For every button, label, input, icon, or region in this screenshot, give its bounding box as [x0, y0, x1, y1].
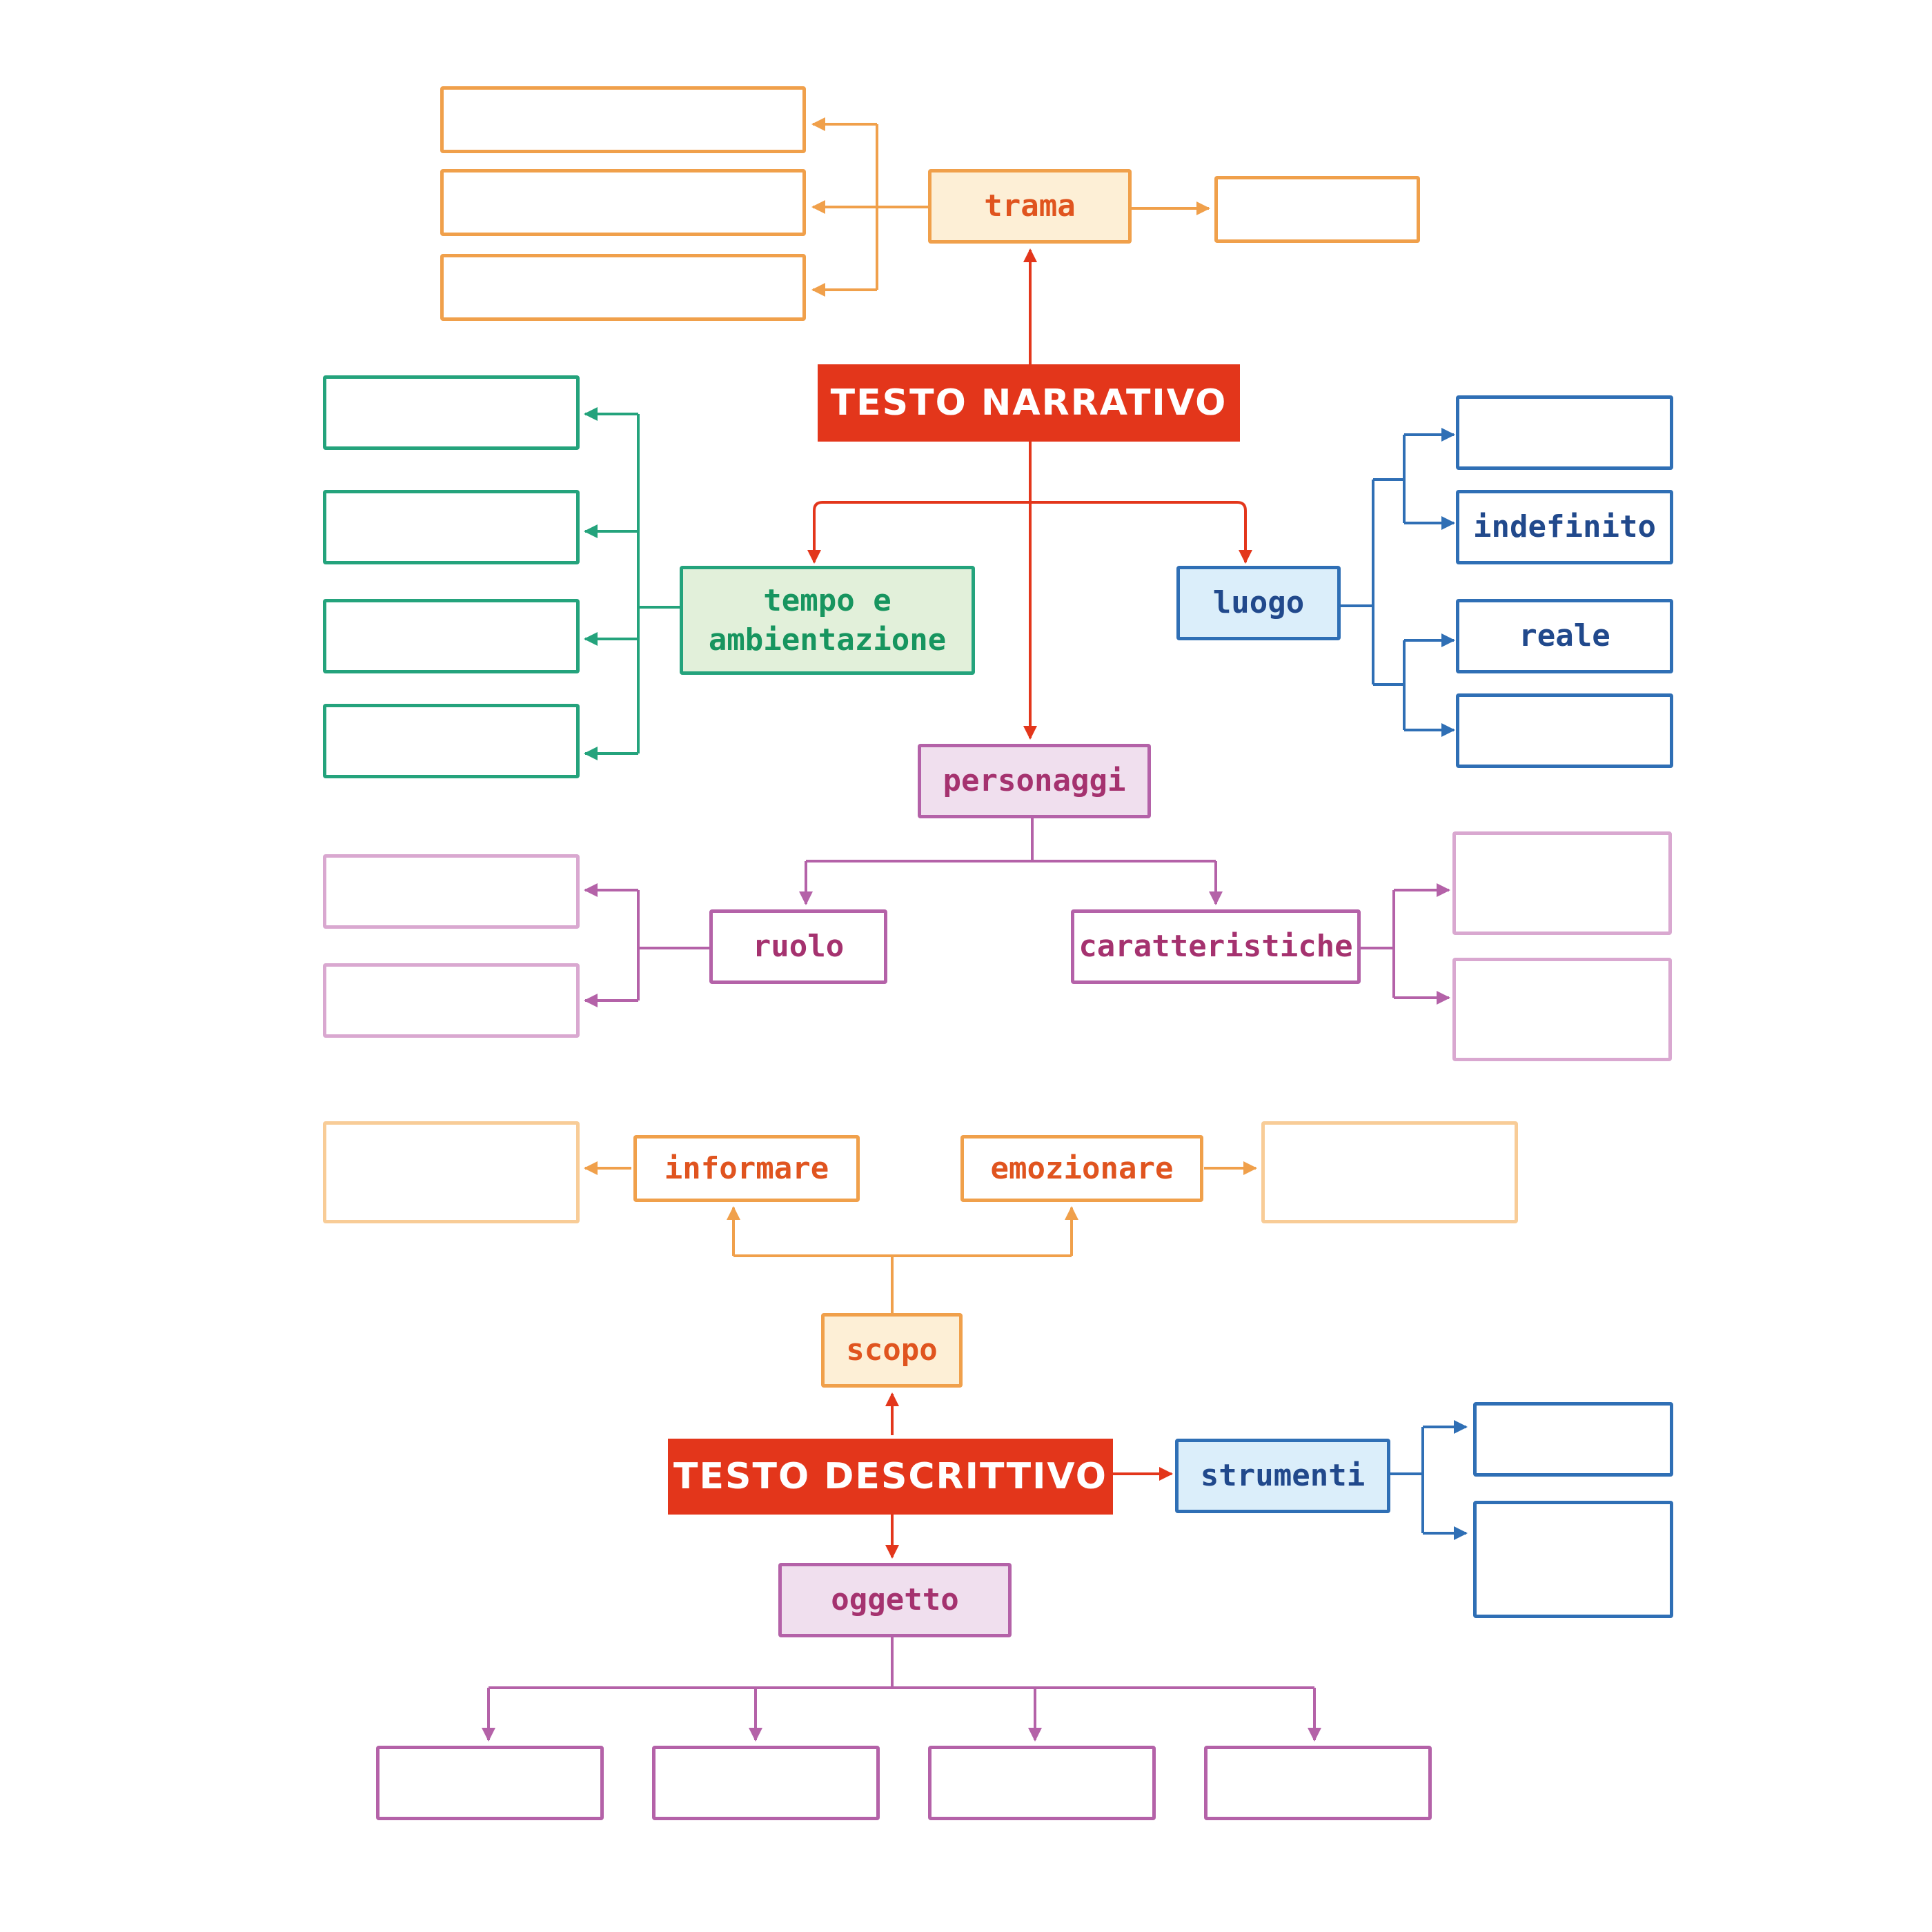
bracket-tempo-luogo: [813, 501, 1247, 560]
ruolo-blank-2[interactable]: [323, 963, 580, 1038]
trama-blank-3[interactable]: [440, 254, 806, 321]
informare-blank[interactable]: [323, 1121, 580, 1223]
luogo-option-indefinito: indefinito: [1456, 490, 1673, 564]
caratteristiche-box: caratteristiche: [1071, 909, 1361, 984]
luogo-option-reale: reale: [1456, 599, 1673, 673]
trama-blank-1[interactable]: [440, 86, 806, 153]
oggetto-blank-1[interactable]: [376, 1746, 604, 1820]
testo-descrittivo-title: TESTO DESCRITTIVO: [668, 1439, 1113, 1515]
trama-blank-right[interactable]: [1214, 176, 1420, 243]
scopo-box: scopo: [821, 1313, 963, 1388]
tempo-blank-2[interactable]: [323, 490, 580, 564]
tempo-blank-1[interactable]: [323, 375, 580, 450]
tempo-ambientazione-box: tempo e ambientazione: [680, 566, 975, 675]
emozionare-blank[interactable]: [1261, 1121, 1518, 1223]
ruolo-box: ruolo: [709, 909, 887, 984]
personaggi-box: personaggi: [918, 744, 1151, 818]
emozionare-box: emozionare: [960, 1135, 1203, 1202]
informare-box: informare: [633, 1135, 860, 1202]
tempo-blank-3[interactable]: [323, 599, 580, 673]
caratteristiche-blank-2[interactable]: [1452, 958, 1672, 1061]
caratteristiche-blank-1[interactable]: [1452, 831, 1672, 935]
strumenti-blank-1[interactable]: [1473, 1402, 1673, 1477]
oggetto-blank-2[interactable]: [652, 1746, 880, 1820]
tempo-blank-4[interactable]: [323, 704, 580, 778]
strumenti-box: strumenti: [1175, 1439, 1390, 1513]
trama-blank-2[interactable]: [440, 169, 806, 236]
oggetto-box: oggetto: [778, 1563, 1012, 1637]
testo-narrativo-title: TESTO NARRATIVO: [818, 364, 1240, 442]
trama-box: trama: [928, 169, 1132, 244]
luogo-blank-2[interactable]: [1456, 693, 1673, 768]
oggetto-blank-4[interactable]: [1204, 1746, 1432, 1820]
oggetto-blank-3[interactable]: [928, 1746, 1156, 1820]
luogo-box: luogo: [1176, 566, 1341, 640]
strumenti-blank-2[interactable]: [1473, 1501, 1673, 1618]
ruolo-blank-1[interactable]: [323, 854, 580, 929]
luogo-blank-1[interactable]: [1456, 395, 1673, 470]
